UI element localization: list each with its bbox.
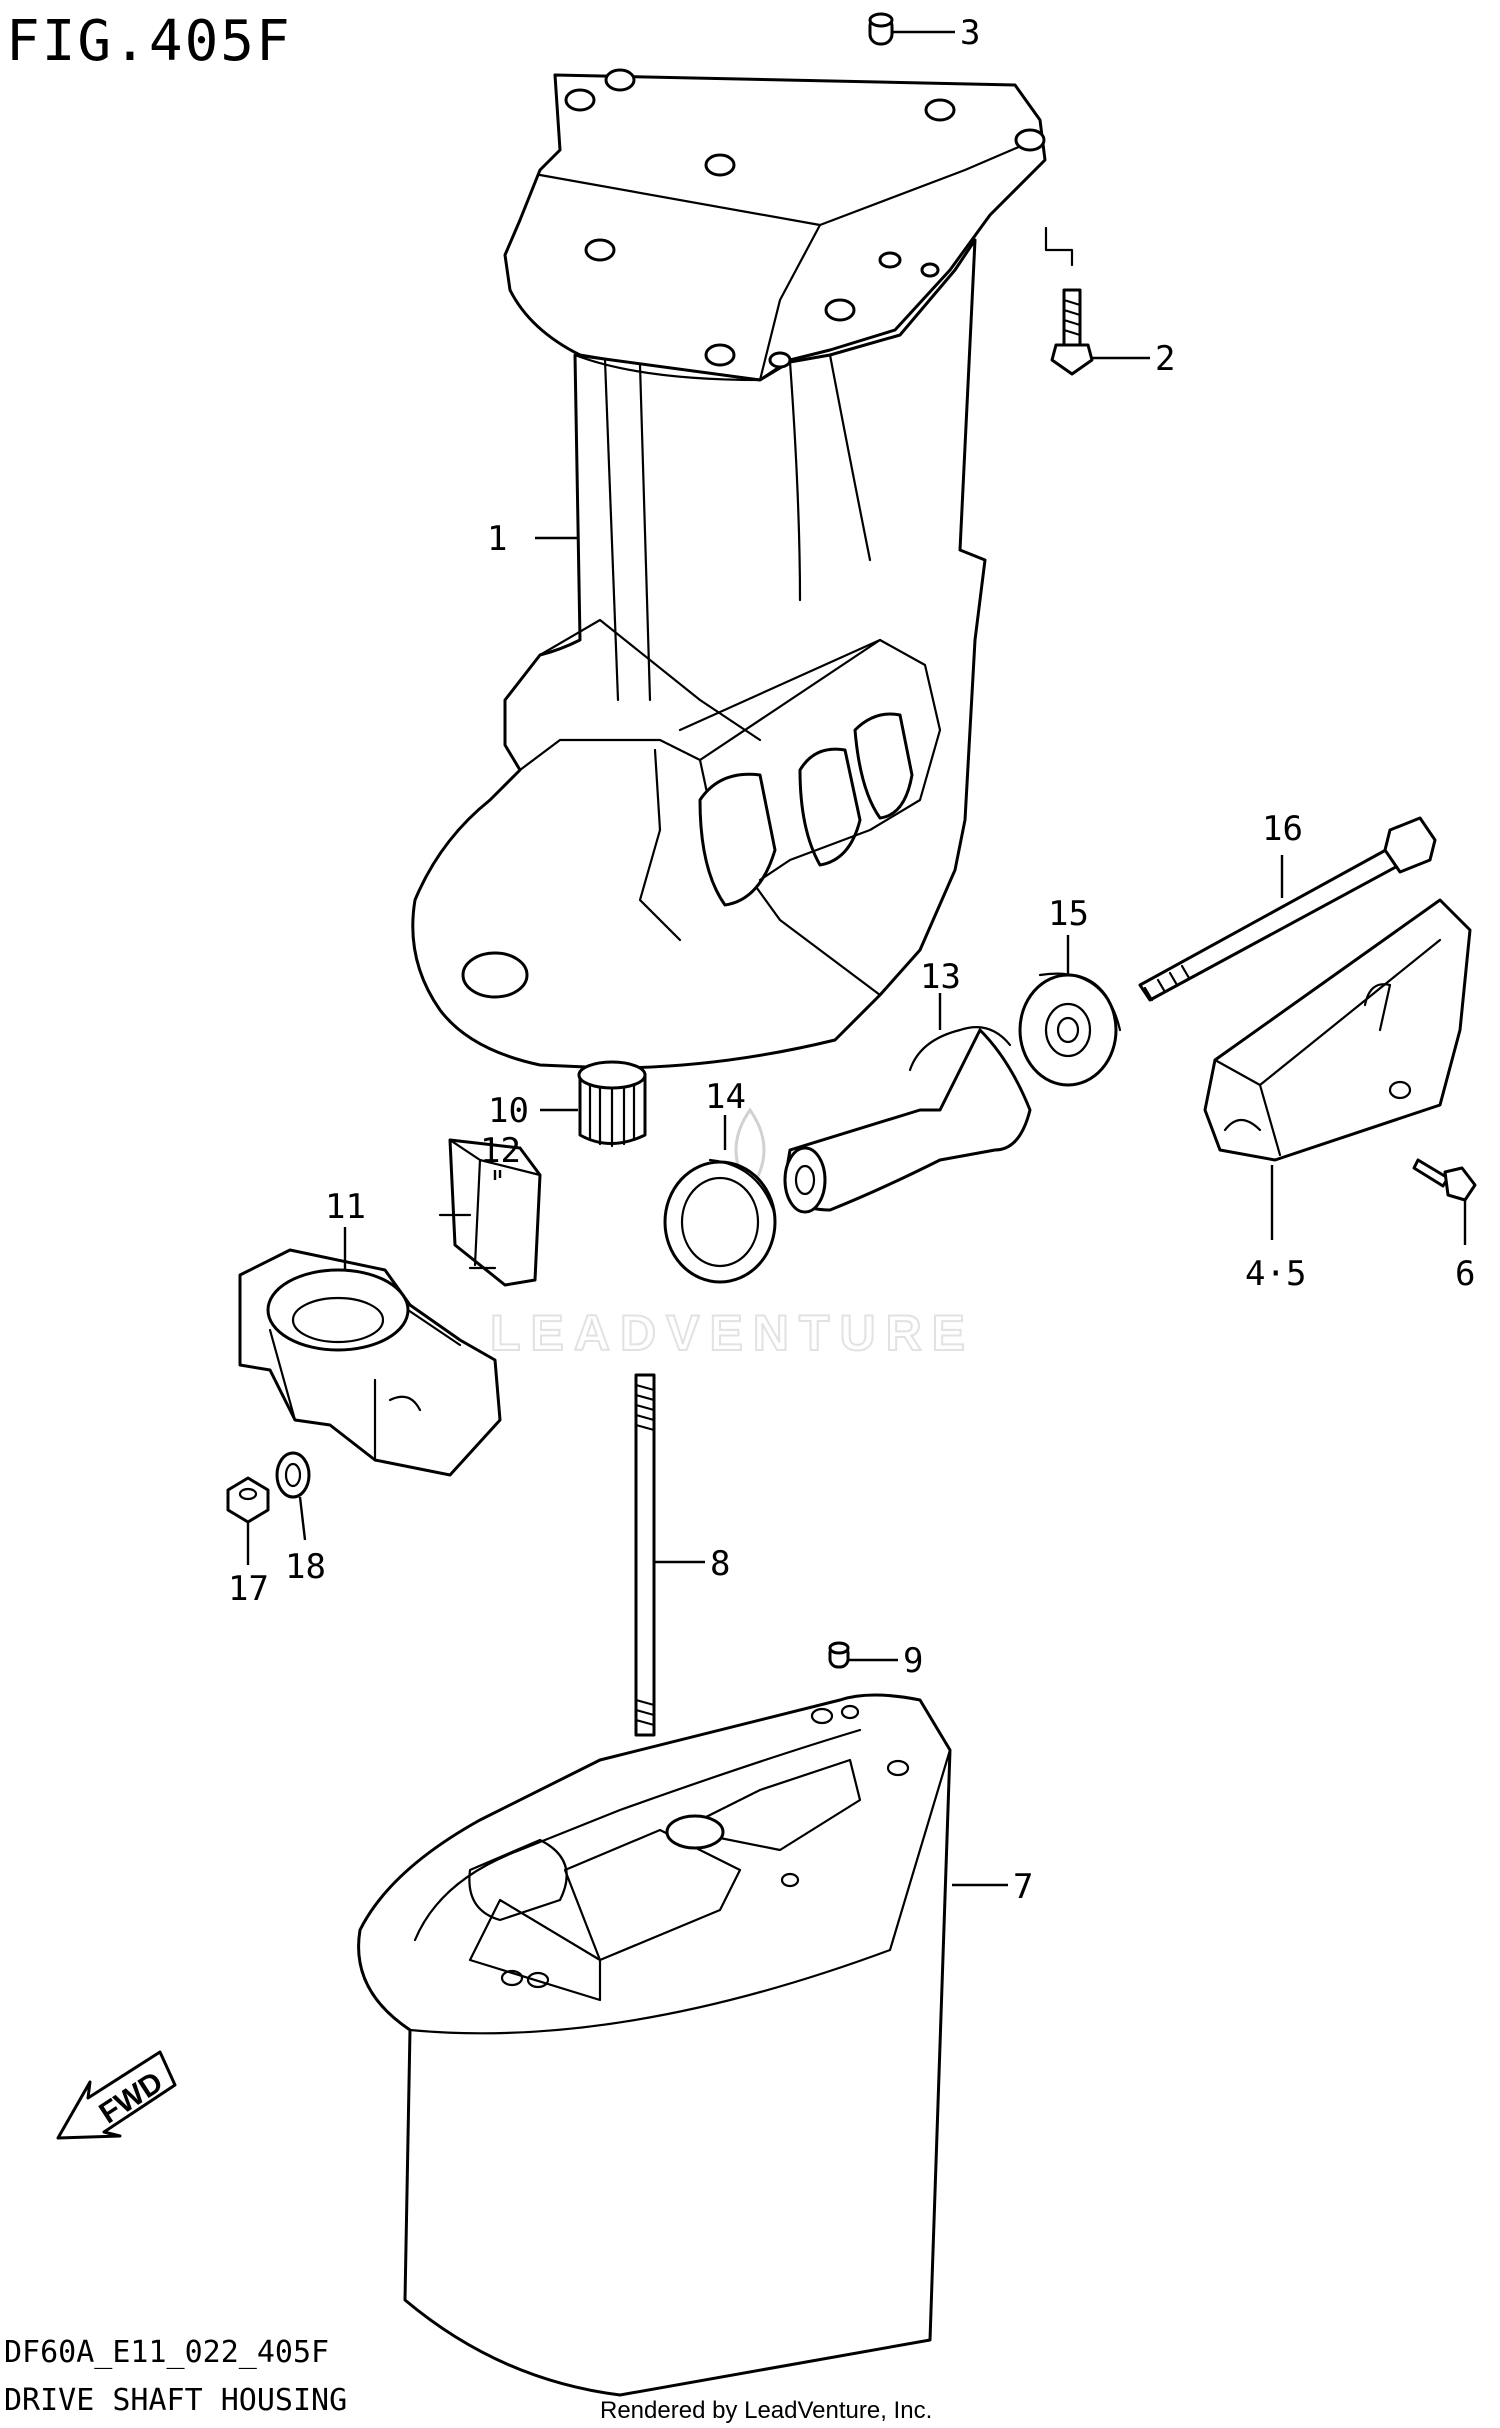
callout-15: 15 <box>1048 894 1089 934</box>
fwd-arrow-icon: FWD <box>56 2050 177 2140</box>
part-18-washer[interactable] <box>275 1451 311 1499</box>
part-16-long-bolt[interactable] <box>1138 816 1437 1002</box>
callout-16: 16 <box>1262 809 1303 849</box>
watermark: LEADVENTURE <box>490 1305 975 1361</box>
part-7-lower-case[interactable] <box>357 1693 952 2397</box>
figure-caption: DRIVE SHAFT HOUSING <box>4 2383 347 2418</box>
part-9-dowel-pin[interactable] <box>828 1641 850 1669</box>
callout-6: 6 <box>1455 1254 1475 1294</box>
part-11-mount-bracket[interactable] <box>238 1248 502 1477</box>
figure-title: FIG.405F <box>6 9 292 74</box>
callout-1: 1 <box>487 519 507 559</box>
callout-10: 10 <box>488 1091 529 1131</box>
callout-9: 9 <box>903 1641 923 1681</box>
part-6-screw[interactable] <box>1412 1158 1477 1202</box>
callout-13: 13 <box>920 957 961 997</box>
part-10-rubber-sleeve[interactable] <box>577 1060 647 1148</box>
part-1-drive-shaft-housing[interactable] <box>411 68 1047 1070</box>
callout-8: 8 <box>710 1544 730 1584</box>
part-14-seal-ring[interactable] <box>663 1158 777 1284</box>
callout-7: 7 <box>1013 1867 1033 1907</box>
callout-11: 11 <box>325 1187 366 1227</box>
part-4-5-cover[interactable] <box>1203 898 1472 1162</box>
callout-14: 14 <box>705 1077 746 1117</box>
part-12-sensor[interactable] <box>438 1138 542 1287</box>
rendered-by: Rendered by LeadVenture, Inc. <box>600 2397 932 2424</box>
part-13-bushing[interactable] <box>783 1026 1032 1214</box>
callout-17: 17 <box>228 1569 269 1609</box>
part-2-bolt[interactable] <box>1044 226 1094 376</box>
part-8-stud[interactable] <box>634 1373 656 1737</box>
callout-4-5: 4·5 <box>1245 1254 1306 1294</box>
callout-3: 3 <box>960 13 980 53</box>
callout-2: 2 <box>1155 339 1175 379</box>
callout-18: 18 <box>285 1547 326 1587</box>
part-15-mount-rubber[interactable] <box>1018 972 1122 1087</box>
callout-12: 12 <box>480 1131 521 1171</box>
part-17-nut[interactable] <box>226 1476 270 1524</box>
part-3-dowel-pin[interactable] <box>868 12 894 46</box>
figure-code: DF60A_E11_022_405F <box>4 2335 329 2370</box>
